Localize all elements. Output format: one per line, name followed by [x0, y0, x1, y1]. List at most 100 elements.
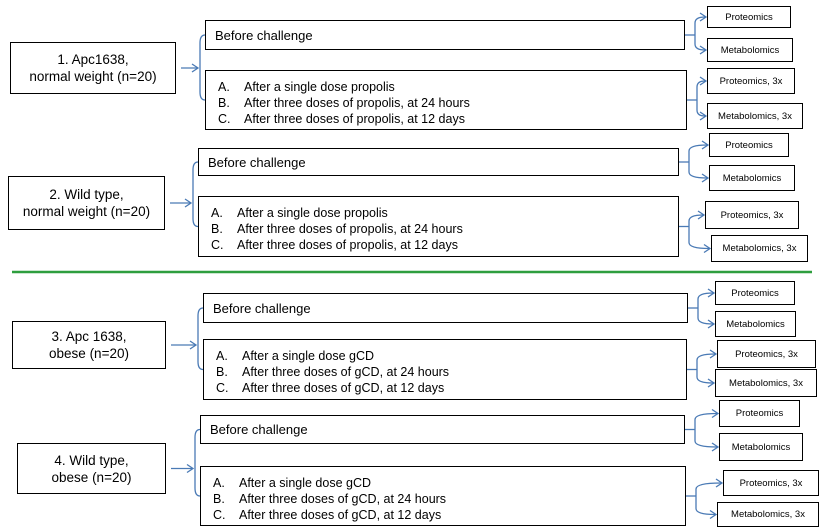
dose-row: C.After three doses of gCD, at 12 days: [216, 380, 686, 396]
group-box: 4. Wild type,obese (n=20): [17, 443, 166, 494]
dose-row: A.After a single dose gCD: [213, 475, 685, 491]
arrow-head: [186, 463, 195, 474]
before-challenge-box: Before challenge: [205, 20, 685, 50]
arrow-head: [184, 198, 193, 208]
before-challenge-box: Before challenge: [200, 415, 685, 444]
omics-label: Proteomics, 3x: [720, 209, 784, 221]
omics-label: Metabolomics, 3x: [731, 509, 805, 520]
dose-text: After three doses of propolis, at 12 day…: [237, 238, 458, 252]
proteomics-box: Proteomics: [707, 6, 791, 28]
group-box: 2. Wild type, normal weight (n=20): [8, 176, 165, 230]
right-bracket: [694, 412, 718, 448]
right-bracket: [688, 144, 708, 179]
group-box: 1. Apc1638,normal weight (n=20): [10, 42, 176, 94]
dose-row: A. After a single dose propolis: [211, 205, 678, 221]
arrow-head: [699, 45, 708, 55]
dose-text: After three doses of gCD, at 12 days: [239, 508, 442, 522]
group-label-line: obese (n=20): [51, 469, 132, 485]
arrow-head: [699, 12, 708, 22]
metabolomics-3x-box: Metabolomics, 3x: [711, 235, 808, 262]
group-label-line: normal weight (n=20): [22, 204, 151, 219]
right-bracket: [697, 292, 714, 325]
dose-row: B. After three doses of propolis, at 24 h…: [218, 95, 686, 111]
dose-letter: B.: [218, 96, 230, 110]
dose-letter: C.: [218, 112, 231, 126]
dose-text: After three doses of propolis, at 24 hou…: [237, 222, 463, 236]
arrow-head: [707, 378, 716, 388]
metabolomics-box: Metabolomics: [709, 165, 795, 191]
omics-label: Proteomics: [731, 287, 779, 299]
dose-text: After a single dose gCD: [242, 349, 375, 363]
dose-text: After a single dose propolis: [244, 80, 395, 94]
metabolomics-box: Metabolomics: [719, 433, 803, 461]
metabolomics-3x-box: Metabolomics, 3x: [717, 502, 819, 527]
dose-letter: A.: [216, 349, 228, 363]
group-label-line: 3. Apc 1638,: [51, 329, 127, 344]
arrow-head: [697, 210, 706, 220]
arrow-head: [707, 288, 716, 298]
proteomics-3x-box: Proteomics, 3x: [707, 68, 795, 94]
arrow-head: [699, 76, 708, 86]
dose-row: B.After three doses of propolis, at 24 h…: [211, 221, 678, 237]
before-challenge-label: Before challenge: [208, 154, 306, 170]
group-box: 3. Apc 1638, obese (n=20): [12, 321, 166, 369]
arrow-head: [699, 111, 708, 121]
before-challenge-label: Before challenge: [213, 300, 311, 316]
dose-row: A. After a single dose gCD: [216, 348, 686, 364]
omics-label: Metabolomics: [731, 441, 791, 453]
dose-letter: A.: [218, 80, 230, 94]
omics-label: Metabolomics: [726, 318, 785, 330]
right-bracket: [696, 353, 716, 384]
arrow-head: [707, 319, 716, 329]
left-bracket: [194, 428, 201, 497]
proteomics-box: Proteomics: [719, 400, 800, 427]
before-challenge-box: Before challenge: [203, 293, 688, 323]
group-label-line: 2. Wild type,: [49, 187, 124, 202]
proteomics-box: Proteomics: [715, 281, 795, 305]
dose-text: After three doses of gCD, at 12 days: [242, 381, 445, 395]
dose-letter: C.: [213, 508, 226, 522]
dose-row: C. After three doses of gCD, at 12 days: [213, 507, 685, 523]
left-bracket: [197, 307, 204, 371]
group-label-line: obese (n=20): [49, 346, 129, 361]
proteomics-3x-box: Proteomics, 3x: [723, 470, 819, 496]
omics-label: Proteomics: [725, 139, 773, 151]
arrow-head: [715, 478, 724, 488]
metabolomics-3x-box: Metabolomics, 3x: [715, 369, 817, 397]
dose-letter: A.: [211, 206, 223, 220]
before-challenge-label: Before challenge: [215, 27, 313, 43]
omics-label: Proteomics, 3x: [719, 75, 783, 87]
dose-text: After three doses of propolis, at 12 day…: [244, 112, 465, 126]
omics-label: Metabolomics: [722, 172, 782, 184]
dose-letter: A.: [213, 476, 225, 490]
dose-schedule-box: A. After a single dose gCD B. After three d…: [203, 339, 687, 400]
left-bracket: [192, 161, 199, 228]
omics-label: Proteomics, 3x: [739, 477, 803, 489]
dose-row: C. After three doses of propolis, at 12 d…: [211, 237, 678, 253]
right-bracket: [696, 80, 706, 117]
dose-text: After a single dose propolis: [237, 206, 388, 220]
arrow-head: [701, 140, 710, 150]
group-label-line: 4. Wild type,: [54, 452, 129, 468]
arrow-head: [711, 408, 720, 419]
proteomics-3x-box: Proteomics, 3x: [705, 201, 799, 229]
arrow-head: [191, 63, 200, 73]
omics-label: Metabolomics, 3x: [729, 377, 803, 389]
arrow-head: [189, 340, 198, 350]
dose-row: C. After three doses of propolis, at 12 d…: [218, 111, 686, 127]
right-bracket: [688, 214, 710, 250]
omics-label: Proteomics: [735, 408, 784, 419]
dose-text: After three doses of gCD, at 24 hours: [239, 492, 447, 506]
dose-letter: C.: [211, 238, 224, 252]
group-label-line: 1. Apc1638,: [57, 52, 129, 67]
arrow-head: [703, 243, 712, 254]
before-challenge-box: Before challenge: [198, 148, 679, 176]
dose-text: After three doses of propolis, at 24 hou…: [244, 96, 470, 110]
omics-label: Metabolomics: [720, 44, 780, 56]
dose-letter: B.: [216, 365, 228, 379]
arrow-head: [711, 442, 720, 452]
